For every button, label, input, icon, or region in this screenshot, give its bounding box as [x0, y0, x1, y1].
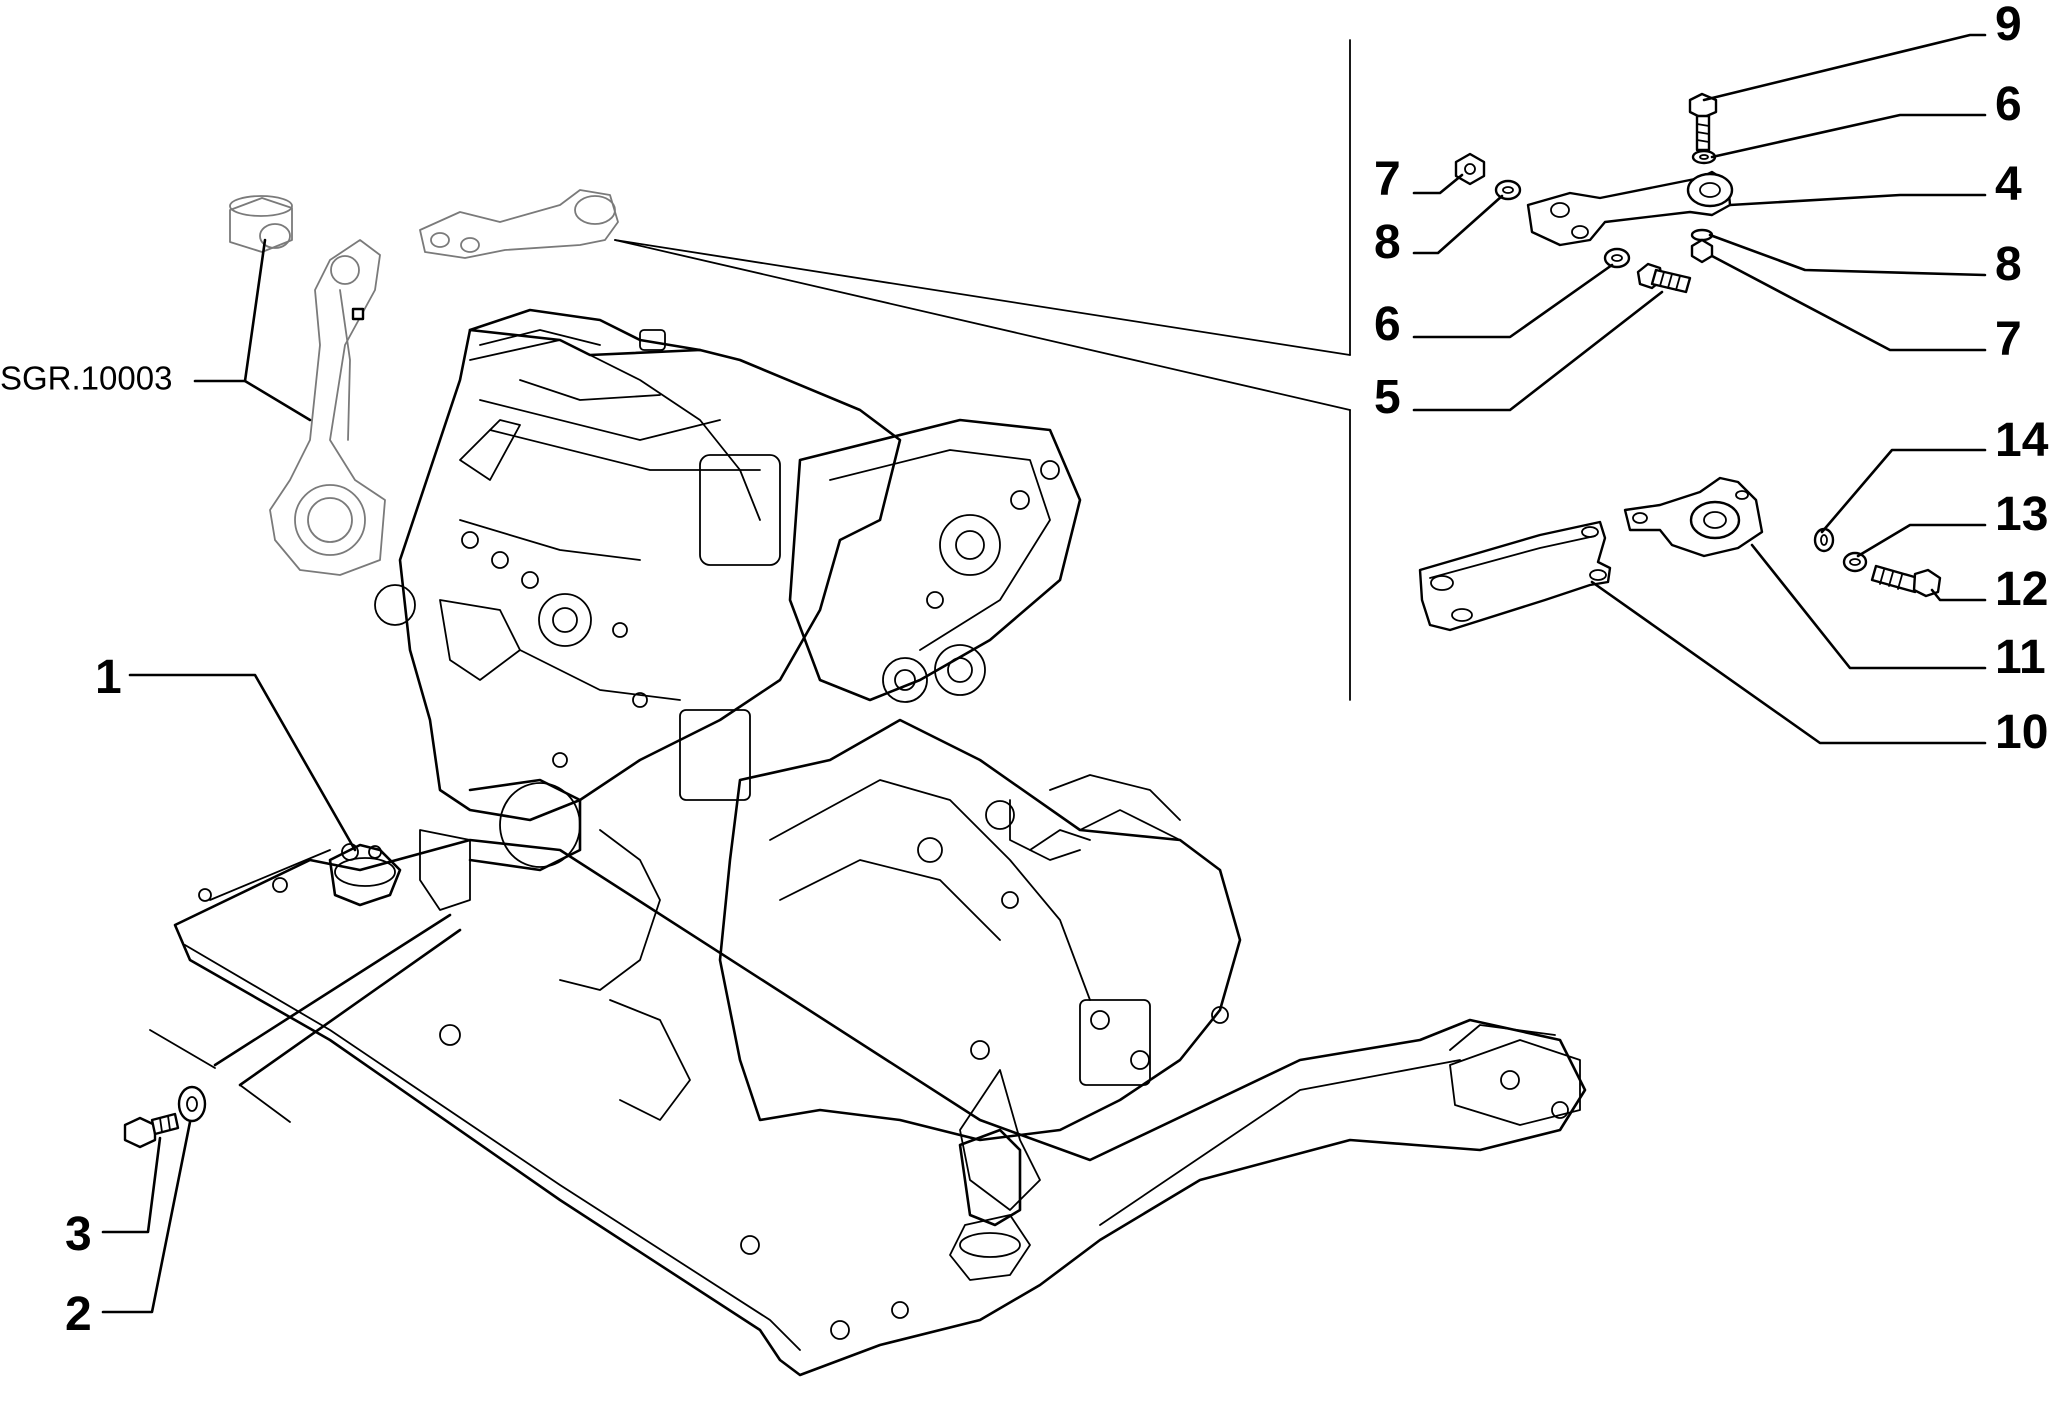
torque-rod-reference: [419, 189, 619, 259]
bolt-9: [1688, 92, 1718, 152]
callout-labels: SGR.10003 1 3 2 7 8 6 5 9 6 4 8 7 14 13 …: [0, 0, 2049, 1341]
leader-lines: [101, 33, 1987, 1314]
bushing-reference: [229, 195, 293, 253]
callout-1: 1: [95, 651, 122, 704]
exhaust-pipe: [468, 778, 582, 872]
callout-14: 14: [1995, 414, 2049, 467]
subframe-crossmember: [173, 838, 1587, 1377]
callout-6-left: 6: [1374, 298, 1401, 351]
gearbox-transmission: [559, 718, 1242, 1211]
washer-2: [177, 1085, 207, 1123]
mount-11: [1623, 476, 1764, 558]
callout-4: 4: [1995, 158, 2022, 211]
torque-rod-4: [1526, 170, 1734, 247]
washer-8-left: [1494, 179, 1522, 201]
callout-7-right: 7: [1995, 313, 2022, 366]
callout-2: 2: [65, 1288, 92, 1341]
callout-7-left: 7: [1374, 153, 1401, 206]
left-engine-mount: [328, 829, 471, 911]
bracket-10: [1418, 520, 1612, 632]
timing-belt-housing: [788, 418, 1082, 703]
callout-5: 5: [1374, 371, 1401, 424]
rear-engine-mount: [949, 1128, 1031, 1281]
callout-13: 13: [1995, 488, 2048, 541]
callout-6-right: 6: [1995, 78, 2022, 131]
bolt-12: [1870, 564, 1942, 598]
callout-9: 9: [1995, 0, 2022, 51]
callout-11: 11: [1995, 631, 2046, 684]
washer-6-left: [1603, 247, 1631, 269]
divider-lines: [149, 39, 1351, 1123]
washer-13: [1842, 551, 1868, 573]
bolt-3: [123, 1112, 180, 1149]
engine-block: [374, 328, 902, 822]
reference-label-sgr: SGR.10003: [0, 360, 172, 397]
nut-7-right: [1690, 238, 1714, 264]
connecting-rod-reference: [269, 239, 386, 576]
nut-7-left: [1454, 152, 1486, 186]
callout-3: 3: [65, 1208, 92, 1261]
callout-8-left: 8: [1374, 216, 1401, 269]
bolt-5: [1636, 262, 1692, 294]
callout-8-right: 8: [1995, 238, 2022, 291]
callout-10: 10: [1995, 706, 2048, 759]
washer-14: [1813, 527, 1835, 553]
callout-12: 12: [1995, 563, 2048, 616]
cylinder-head-cover: [468, 308, 702, 401]
